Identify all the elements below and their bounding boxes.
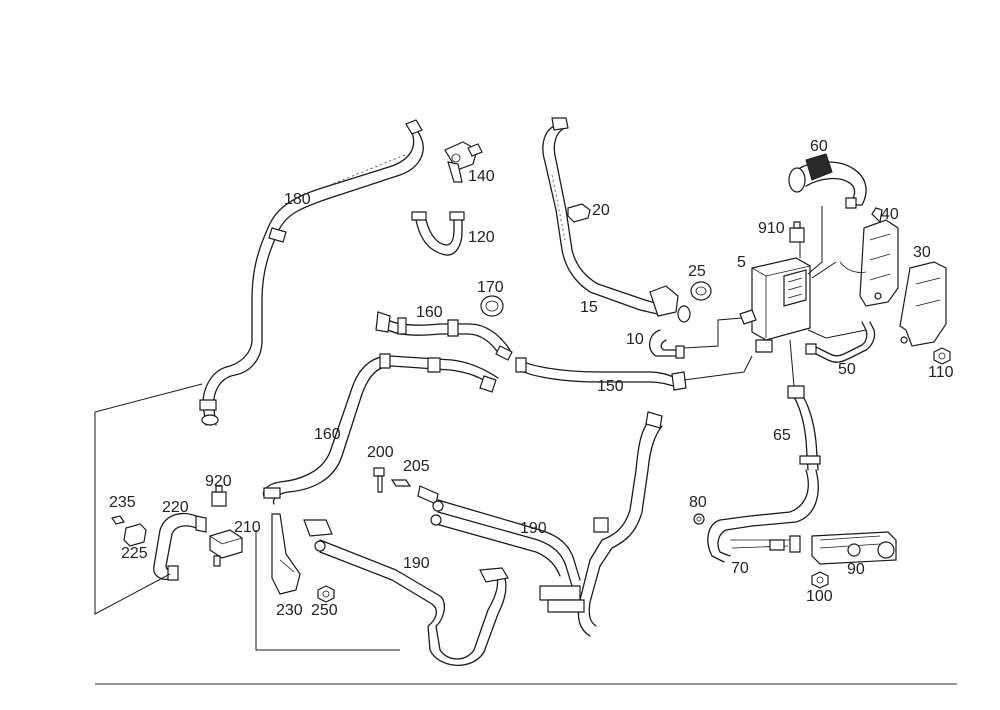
callout-100: 100 [806,588,833,605]
part-200 [373,467,385,493]
callout-250: 250 [311,602,338,619]
part-210-valve [209,529,243,567]
hose-160-lower [262,353,499,505]
part-110 [933,347,951,365]
callout-65: 65 [773,427,791,444]
callout-120: 120 [468,229,495,246]
part-80 [693,513,705,525]
callout-920: 920 [205,473,232,490]
callout-235: 235 [109,494,136,511]
hose-160-upper [375,311,513,361]
callout-220: 220 [162,499,189,516]
part-140 [444,141,483,183]
part-40 [839,207,899,307]
callout-25: 25 [688,263,706,280]
callout-40: 40 [881,206,899,223]
part-5-heater [739,257,811,353]
callout-190b: 190 [403,555,430,572]
part-230 [271,513,301,595]
part-25 [690,281,712,301]
callout-5: 5 [737,254,746,271]
callout-160a: 160 [416,304,443,321]
callout-180: 180 [284,191,311,208]
part-205 [390,479,412,487]
part-225 [123,523,147,547]
part-220-hose [153,512,207,581]
callout-140: 140 [468,168,495,185]
callout-90: 90 [847,561,865,578]
hose-65 [787,385,821,471]
callout-30: 30 [913,244,931,261]
callout-205: 205 [403,458,430,475]
callout-15: 15 [580,299,598,316]
callout-20: 20 [592,202,610,219]
callout-910: 910 [758,220,785,237]
part-90 [811,531,897,565]
hose-150 [515,357,687,391]
part-910 [789,221,805,243]
part-50 [805,321,876,363]
callout-70: 70 [731,560,749,577]
part-170 [480,295,504,317]
hose-190-lower [303,519,509,666]
part-250 [317,585,335,603]
callout-210: 210 [234,519,261,536]
callout-170: 170 [477,279,504,296]
callout-60: 60 [810,138,828,155]
hose-190-middle [417,485,585,613]
part-20 [567,203,591,223]
callout-50: 50 [838,361,856,378]
leader-lines [94,206,867,651]
part-60 [788,153,867,209]
callout-160b: 160 [314,426,341,443]
part-10 [649,329,685,359]
part-120 [411,211,465,256]
part-30 [899,261,947,347]
callout-200: 200 [367,444,394,461]
part-920 [211,485,227,507]
hose-15 [542,117,691,323]
callout-110: 110 [928,364,954,381]
part-70 [707,469,819,563]
callouts: 5 10 15 20 25 30 40 50 60 65 70 80 90 10… [109,138,954,619]
hose-190-right [577,411,663,637]
callout-230: 230 [276,602,303,619]
callout-10: 10 [626,331,644,348]
hose-180 [199,119,424,426]
callout-225: 225 [121,545,148,562]
part-100 [811,571,829,589]
callout-190a: 190 [520,520,547,537]
callout-150: 150 [597,378,624,395]
part-235 [111,515,125,525]
callout-80: 80 [689,494,707,511]
